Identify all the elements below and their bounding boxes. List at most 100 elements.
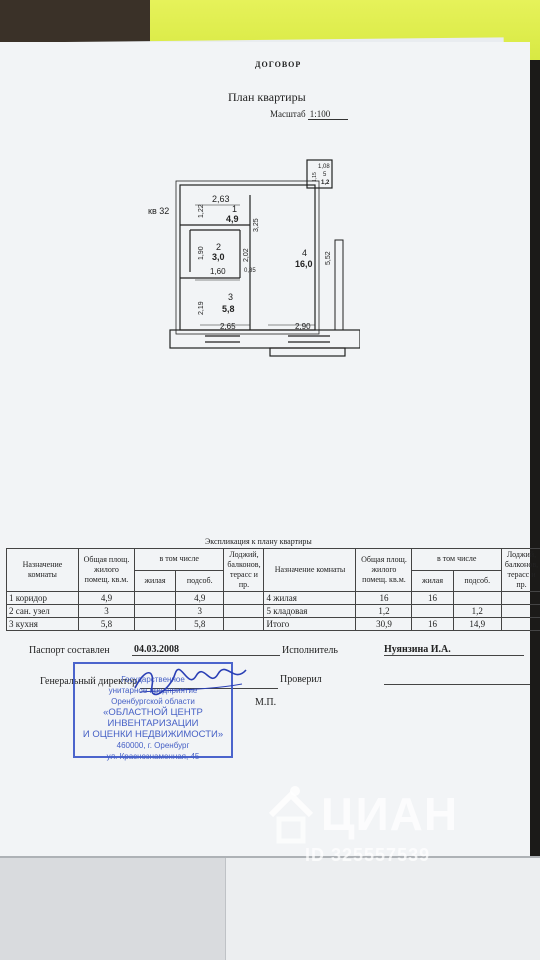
stamp-line: ул. Краснознаменная, 45 (106, 752, 200, 761)
cell: 3 (175, 604, 225, 618)
cell (223, 591, 265, 605)
cell: 4,9 (78, 591, 135, 605)
cell (452, 591, 502, 605)
passport-label: Паспорт составлен (29, 645, 110, 656)
cell: Итого (263, 617, 357, 631)
column-header: Назначение комнаты (6, 548, 79, 592)
dim-label: 2,02 (243, 248, 250, 262)
explication-title: Экспликация к плану квартиры (205, 537, 312, 546)
stamp-line: Оренбургской области (111, 697, 195, 706)
dim-label: 1,08 (318, 164, 330, 170)
table-header-row: Назначение комнаты Общая площ. жилого по… (6, 548, 540, 592)
cell (223, 604, 265, 618)
column-header: подсоб. (175, 569, 225, 592)
cell (501, 604, 540, 618)
column-header: жилая (411, 569, 454, 592)
column-header: Общая площ. жилого помещ. кв.м. (355, 548, 413, 592)
cell: 16 (411, 591, 454, 605)
room-area: 16,0 (295, 259, 313, 269)
cell: 4,9 (175, 591, 225, 605)
stamp-line: И ОЦЕНКИ НЕДВИЖИМОСТИ» (82, 729, 224, 740)
scale-label: Масштаб (270, 109, 306, 119)
dim-label: 1,22 (198, 204, 205, 218)
table-row: 2 сан. узел 3 3 5 кладовая 1,2 1,2 (6, 604, 540, 618)
outer-wall-inner (175, 180, 320, 335)
room-number: 4 (302, 248, 307, 258)
floorplan-level: кв 32 (148, 206, 169, 216)
signature (134, 668, 247, 696)
column-header: жилая (133, 569, 177, 592)
dim-label: 3,25 (253, 218, 260, 232)
cell: 3 (78, 604, 135, 618)
room-number: 3 (228, 292, 233, 302)
checked-label: Проверил (280, 674, 322, 685)
cell (501, 591, 540, 605)
dim-label: 2,65 (220, 322, 236, 331)
table-header-row: жилая подсоб. жилая подсоб. (7, 569, 540, 592)
table-row: 3 кухня 5,8 5,8 Итого 30,9 16 14,9 (6, 617, 540, 631)
cell: 30,9 (355, 617, 413, 631)
floorplan: кв 32 2,63 1,22 3,25 1,90 2,02 1,60 0,85… (148, 159, 360, 357)
cell: 1,2 (355, 604, 413, 618)
room-area: 4,9 (226, 214, 239, 224)
watermark-brand: ЦИАН (321, 788, 459, 840)
cell: 5,8 (175, 617, 225, 631)
signature-line (384, 684, 530, 685)
watermark: ЦИАН ID 325557539 (265, 785, 505, 870)
dim-label: 0,85 (244, 268, 256, 274)
page-title: План квартиры (228, 90, 306, 104)
document-header: ДОГОВОР (255, 60, 302, 69)
room-area: 1,2 (321, 180, 330, 186)
cell (411, 604, 454, 618)
cell: 2 сан. узел (6, 604, 79, 618)
dim-label: 2,63 (212, 194, 230, 204)
storage-wall (306, 159, 333, 189)
cell (133, 617, 177, 631)
dim-label: 1,60 (210, 267, 226, 276)
table-row: 1 коридор 4,9 4,9 4 жилая 16 16 (6, 591, 540, 605)
cell: 5,8 (78, 617, 135, 631)
stamp-line: ИНВЕНТАРИЗАЦИИ (107, 718, 199, 729)
cell: 14,9 (452, 617, 502, 631)
dim-label: 1,90 (198, 246, 205, 260)
cell: 16 (355, 591, 413, 605)
dim-label: 1,15 (312, 172, 318, 182)
dim-label: 2,19 (198, 301, 205, 315)
seal-place-label: М.П. (255, 697, 277, 708)
watermark-id: ID 325557539 (305, 845, 431, 865)
house-logo-icon (268, 786, 314, 844)
cell (501, 617, 540, 631)
cell (133, 604, 177, 618)
room-number: 1 (232, 204, 237, 214)
paper-sheet-lower-right (225, 858, 540, 960)
room-area: 5,8 (222, 304, 235, 314)
room-number: 2 (216, 242, 221, 252)
scale: Масштаб 1:100 (270, 109, 349, 120)
cell: 1 коридор (6, 591, 79, 605)
column-header: Лоджий, балконов, терасс и пр. (501, 548, 540, 592)
room-area: 3,0 (212, 252, 225, 262)
room-number: 5 (323, 172, 327, 178)
executor-label: Исполнитель (282, 645, 338, 656)
dim-label: 5,52 (325, 251, 332, 265)
cell (133, 591, 177, 605)
column-header: подсоб. (452, 569, 502, 592)
passport-date: 04.03.2008 (132, 644, 280, 656)
director-label: Генеральный директор (40, 676, 138, 687)
explication-table: Назначение комнаты Общая площ. жилого по… (6, 548, 540, 631)
cell: 5 кладовая (263, 604, 357, 618)
stamp-line: унитарное предприятие (108, 686, 198, 695)
cell: 1,2 (452, 604, 502, 618)
cell (223, 617, 265, 631)
executor-name: Нуянзина И.А. (384, 644, 524, 656)
paper-sheet (0, 42, 530, 868)
cell: 3 кухня (6, 617, 79, 631)
cell: 4 жилая (263, 591, 357, 605)
column-header: в том числе (133, 548, 225, 571)
column-header: Лоджий, балконов, терасс и пр. (223, 548, 265, 592)
column-header: Общая площ. жилого помещ. кв.м. (78, 548, 135, 592)
paper-divider (0, 856, 540, 858)
cell: 16 (411, 617, 454, 631)
column-header: в том числе (411, 548, 502, 571)
column-header: Назначение комнаты (263, 548, 357, 592)
